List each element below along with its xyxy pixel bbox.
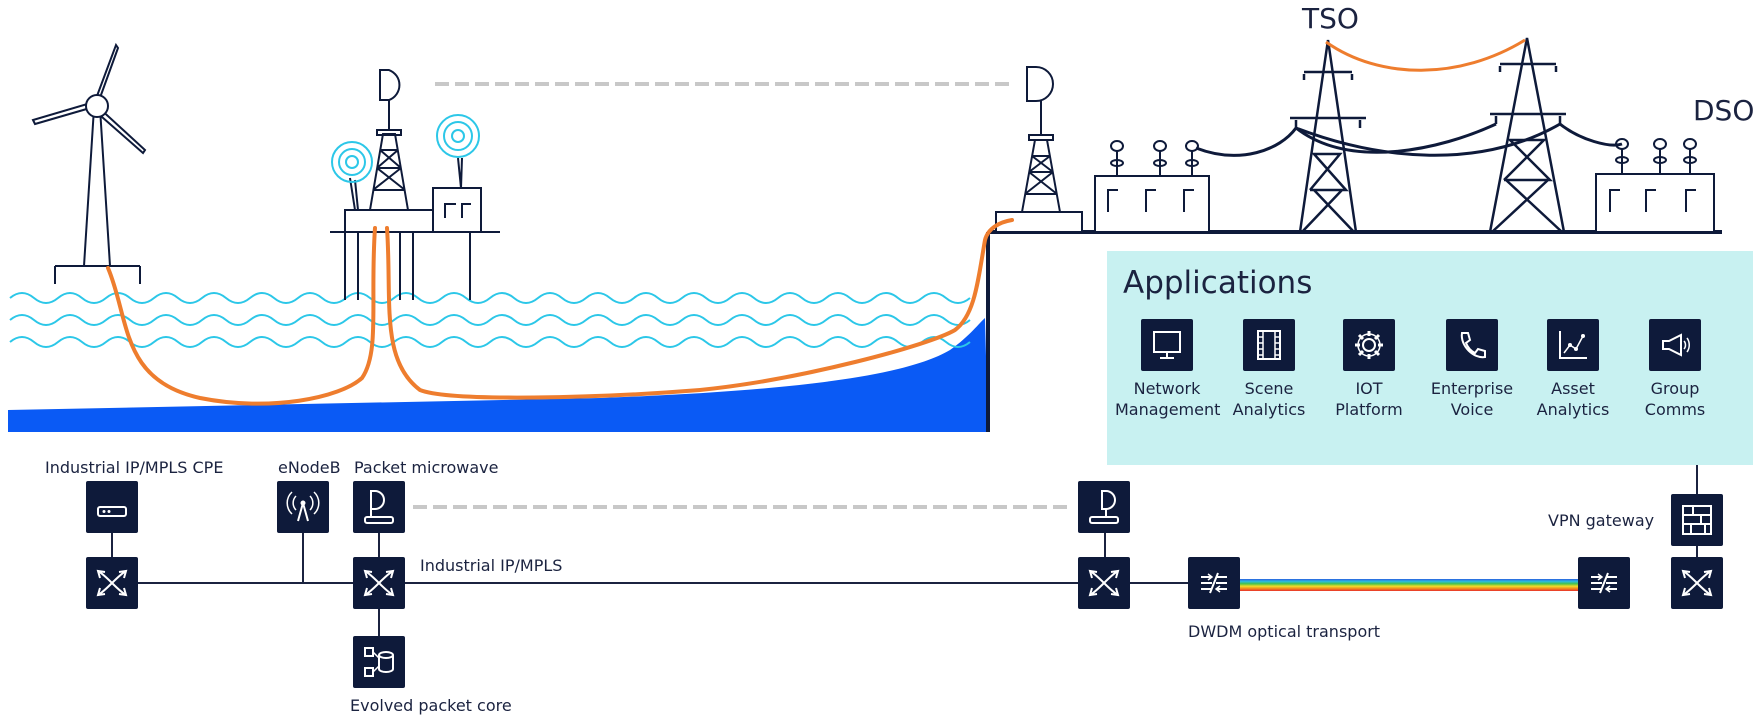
dso-label: DSO bbox=[1693, 94, 1755, 127]
optical-mux-icon bbox=[1591, 572, 1617, 594]
transmission-tower-1 bbox=[1290, 39, 1366, 233]
switch-node-dso[interactable] bbox=[1671, 557, 1723, 609]
optical-mux-icon bbox=[1201, 572, 1227, 594]
sea-floor bbox=[8, 318, 988, 432]
microwave-dish-icon bbox=[1089, 490, 1119, 524]
app-label-line2: Comms bbox=[1644, 400, 1706, 419]
enodeb-node[interactable] bbox=[277, 481, 329, 533]
app-label-line1: Group bbox=[1650, 379, 1700, 398]
vpn-gateway-label: VPN gateway bbox=[1548, 511, 1655, 530]
dwdm-wavelength-band bbox=[1240, 579, 1578, 591]
submarine-cables bbox=[106, 218, 1014, 406]
packet-microwave-node-left[interactable] bbox=[353, 481, 405, 533]
app-label-line2: Analytics bbox=[1232, 400, 1306, 419]
switch-node-shore[interactable] bbox=[1078, 557, 1130, 609]
radio-signal-rings bbox=[331, 114, 480, 183]
switch-icon bbox=[1681, 569, 1713, 597]
app-label-line2: Management bbox=[1115, 400, 1221, 419]
switch-icon bbox=[363, 569, 395, 597]
evolved-packet-core-node[interactable] bbox=[353, 636, 405, 688]
switch-node-cpe[interactable] bbox=[86, 557, 138, 609]
app-label-line1: Enterprise bbox=[1430, 379, 1514, 398]
router-icon bbox=[97, 506, 127, 517]
dwdm-label: DWDM optical transport bbox=[1188, 622, 1381, 641]
sea-waves bbox=[9, 292, 971, 348]
tso-label: TSO bbox=[1302, 2, 1359, 35]
app-label-line2: Analytics bbox=[1536, 400, 1610, 419]
microwave-dish-icon bbox=[364, 490, 394, 524]
cpe-label: Industrial IP/MPLS CPE bbox=[45, 458, 224, 477]
firewall-icon bbox=[1682, 505, 1712, 535]
gear-icon bbox=[1343, 319, 1395, 371]
film-icon bbox=[1243, 319, 1295, 371]
substation-dso bbox=[1595, 138, 1715, 233]
transmission-tower-2 bbox=[1488, 37, 1566, 233]
app-label-line1: Network bbox=[1133, 379, 1201, 398]
app-label-line1: Scene bbox=[1244, 379, 1294, 398]
vpn-gateway-node[interactable] bbox=[1671, 494, 1723, 546]
offshore-platform bbox=[330, 69, 500, 300]
app-iot-platform[interactable]: IOT Platform bbox=[1317, 319, 1421, 420]
cpe-router-node[interactable] bbox=[86, 481, 138, 533]
wind-turbine bbox=[31, 42, 147, 284]
monitor-icon bbox=[1141, 319, 1193, 371]
switch-node-core[interactable] bbox=[353, 557, 405, 609]
database-icon bbox=[364, 647, 394, 677]
app-label-line1: Asset bbox=[1551, 379, 1595, 398]
phone-icon bbox=[1446, 319, 1498, 371]
enodeb-label: eNodeB bbox=[278, 458, 341, 477]
switch-icon bbox=[96, 569, 128, 597]
evolved-packet-core-label: Evolved packet core bbox=[350, 696, 512, 715]
power-lines bbox=[1195, 38, 1623, 157]
substation-tso bbox=[1094, 140, 1210, 233]
ip-mpls-label: Industrial IP/MPLS bbox=[420, 556, 563, 575]
dwdm-node-left[interactable] bbox=[1188, 557, 1240, 609]
app-label-line1: IOT bbox=[1355, 379, 1383, 398]
antenna-icon bbox=[286, 491, 320, 522]
megaphone-icon bbox=[1649, 319, 1701, 371]
dwdm-node-right[interactable] bbox=[1578, 557, 1630, 609]
analytics-chart-icon bbox=[1547, 319, 1599, 371]
network-lines bbox=[111, 465, 1698, 636]
packet-microwave-label: Packet microwave bbox=[354, 458, 499, 477]
applications-title: Applications bbox=[1123, 265, 1313, 301]
switch-icon bbox=[1088, 569, 1120, 597]
packet-microwave-node-right[interactable] bbox=[1078, 481, 1130, 533]
app-label-line2: Voice bbox=[1450, 400, 1494, 419]
onshore-tower bbox=[995, 66, 1083, 233]
app-label-line2: Platform bbox=[1335, 400, 1403, 419]
